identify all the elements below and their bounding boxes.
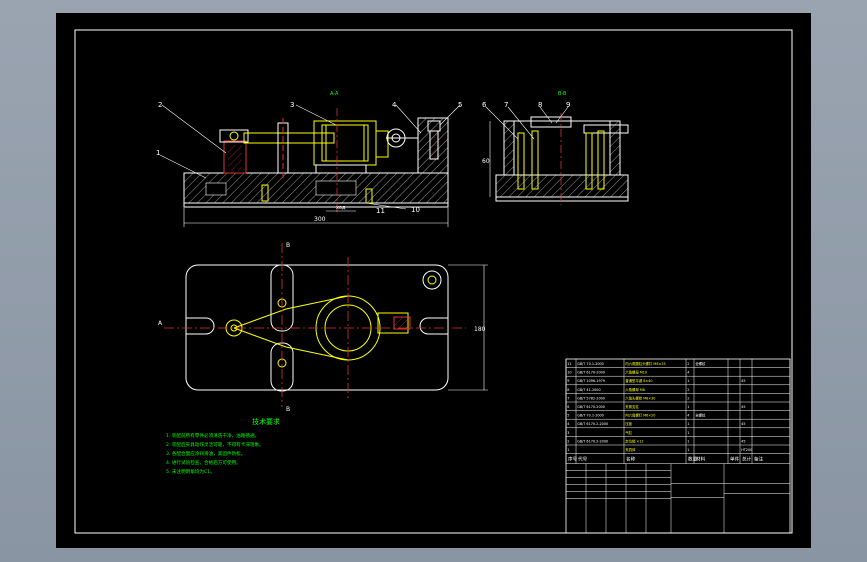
bom-cell: 2 bbox=[687, 362, 689, 366]
bom-cell: 45 bbox=[741, 379, 745, 383]
bom-cell: GB/T 6170-2000 bbox=[577, 371, 605, 375]
bom-cell: GB/T 5782-2000 bbox=[577, 396, 605, 400]
bom-cell: 名称 bbox=[626, 456, 636, 463]
bom-cell: 11 bbox=[567, 362, 571, 366]
side-section-view: 60 B-B bbox=[482, 91, 629, 205]
callouts-front: 2 1 3 4 5 11 10 bbox=[156, 101, 462, 215]
bom-cell: 数量 bbox=[688, 456, 698, 463]
base-plate-bottom bbox=[183, 202, 449, 208]
section-b-bottom: B bbox=[286, 406, 290, 413]
bom-cell: 7 bbox=[567, 396, 569, 400]
bom-cell: 序号 bbox=[568, 456, 578, 463]
callout-8: 8 bbox=[538, 101, 542, 109]
bom-cell: 1 bbox=[687, 379, 689, 383]
bom-cell: 单件 bbox=[730, 456, 740, 463]
bom-cell: 六角螺母 M8 bbox=[625, 387, 645, 392]
bom-cell: 4 bbox=[687, 414, 689, 418]
bom-cell: 45 bbox=[741, 422, 745, 426]
bom-cell: 材料 bbox=[696, 456, 706, 463]
callout-7: 7 bbox=[504, 101, 508, 109]
bom-cell: 六角螺母 M10 bbox=[625, 370, 647, 375]
bom-cell: GB/T 70.1-2000 bbox=[577, 414, 604, 418]
bom-cell: 3 bbox=[567, 431, 569, 435]
callout-9: 9 bbox=[566, 101, 570, 109]
bom-cell: 备注 bbox=[754, 456, 764, 463]
side-base bbox=[495, 174, 629, 198]
bom-cell: 4 bbox=[687, 371, 689, 375]
bom-cell: GB/T 6170.2-2000 bbox=[577, 439, 608, 443]
bom-cell: GB/T 41-2000 bbox=[577, 388, 600, 392]
callout-2: 2 bbox=[158, 101, 162, 109]
dim-height: 60 bbox=[482, 158, 490, 165]
callout-10: 10 bbox=[411, 206, 420, 214]
bom-cell: 9 bbox=[567, 379, 569, 383]
bom-cell: GB/T 70.1-2000 bbox=[577, 362, 604, 366]
bom-cell: 夹紧支柱 bbox=[625, 404, 639, 409]
section-b-top: B bbox=[286, 242, 290, 249]
dim-overall-width: 300 bbox=[314, 216, 326, 223]
tech-req-line-5: 5. 未注明倒角均为C1。 bbox=[166, 468, 215, 475]
bom-cell: 1 bbox=[567, 448, 569, 452]
bom-cell: 六角头螺栓 M8×30 bbox=[625, 395, 655, 400]
plan-outline bbox=[185, 264, 449, 391]
inner-frame bbox=[74, 29, 793, 534]
bom-cell: 45 bbox=[741, 439, 745, 443]
tech-requirements: 技术要求 1. 装配前所有零件必须清洗干净，油路畅通。 2. 装配后夹具动作灵活… bbox=[166, 417, 280, 475]
bom-cell: 全螺纹 bbox=[695, 361, 706, 366]
dim-center-offset: ход bbox=[336, 205, 346, 211]
bom-cell: 1 bbox=[687, 405, 689, 409]
bom-cell: 代号 bbox=[578, 456, 588, 463]
bom-cell: 压板 bbox=[625, 421, 632, 426]
callout-1: 1 bbox=[156, 149, 160, 157]
bom-cell: 气缸 bbox=[625, 430, 632, 435]
lever bbox=[243, 132, 335, 144]
bom-cell: 内六角圆柱头螺钉 M8×25 bbox=[625, 361, 665, 366]
bom-cell: 2 bbox=[687, 388, 689, 392]
section-a-side: A bbox=[158, 320, 163, 327]
callout-11: 11 bbox=[376, 207, 385, 215]
bom-cell: 定位销 ×12 bbox=[625, 438, 643, 443]
bom-cell: GB/T 6170-2000 bbox=[577, 405, 605, 409]
bom-cell: 2 bbox=[687, 396, 689, 400]
drawing-sheet: 300 ход A-A 2 1 3 4 5 11 10 60 B-B bbox=[56, 13, 811, 548]
bom-cell: 1 bbox=[687, 422, 689, 426]
bom-cell: 夹具体 bbox=[625, 447, 636, 452]
bom-cell: GB/T 6170.2-2000 bbox=[577, 422, 608, 426]
bom-cell: 1 bbox=[687, 439, 689, 443]
bom-cell: 普通型平键 8×40 bbox=[625, 378, 652, 383]
front-section-view: 300 ход A-A bbox=[183, 91, 449, 227]
plan-view: 180 B B A bbox=[158, 242, 488, 413]
tech-req-title: 技术要求 bbox=[252, 417, 280, 426]
tech-req-line-3: 3. 各配合面应涂润滑油，紧固件防松。 bbox=[166, 450, 245, 457]
bom-cell: 全螺纹 bbox=[695, 413, 706, 418]
bom-cell: 5 bbox=[567, 414, 569, 418]
bom-cell: 4 bbox=[567, 422, 569, 426]
bom-cell: 8 bbox=[567, 388, 569, 392]
bom-cell: 45 bbox=[741, 405, 745, 409]
tech-req-line-4: 4. 进行试验检查，合格后方可使用。 bbox=[166, 459, 241, 466]
bom-cell: 总计 bbox=[742, 456, 752, 463]
callout-6: 6 bbox=[482, 101, 487, 109]
dim-plan-height: 180 bbox=[474, 326, 486, 333]
section-mark-b: B-B bbox=[558, 91, 567, 97]
bom-cell: 1 bbox=[687, 448, 689, 452]
callouts-side: 6 7 8 9 bbox=[482, 101, 570, 140]
callout-3: 3 bbox=[290, 101, 294, 109]
bom-cell: GB/T 1096-1979 bbox=[577, 379, 605, 383]
bom-cell: 内六角螺钉 M6×20 bbox=[625, 413, 655, 418]
tech-req-line-2: 2. 装配后夹具动作灵活可靠，不得有卡滞现象。 bbox=[166, 441, 264, 448]
tech-req-line-1: 1. 装配前所有零件必须清洗干净，油路畅通。 bbox=[166, 432, 259, 439]
bom-cell: 2 bbox=[567, 439, 569, 443]
callout-4: 4 bbox=[392, 101, 397, 109]
bom-cell: 1 bbox=[687, 431, 689, 435]
clamp-post-left bbox=[223, 140, 247, 174]
bom-cell: HT200 bbox=[741, 448, 752, 452]
cad-drawing: 300 ход A-A 2 1 3 4 5 11 10 60 B-B bbox=[74, 29, 793, 534]
section-mark-a: A-A bbox=[330, 91, 339, 97]
callout-5: 5 bbox=[458, 101, 462, 109]
bom-cell: 10 bbox=[567, 371, 571, 375]
bom-cell: 6 bbox=[567, 405, 569, 409]
